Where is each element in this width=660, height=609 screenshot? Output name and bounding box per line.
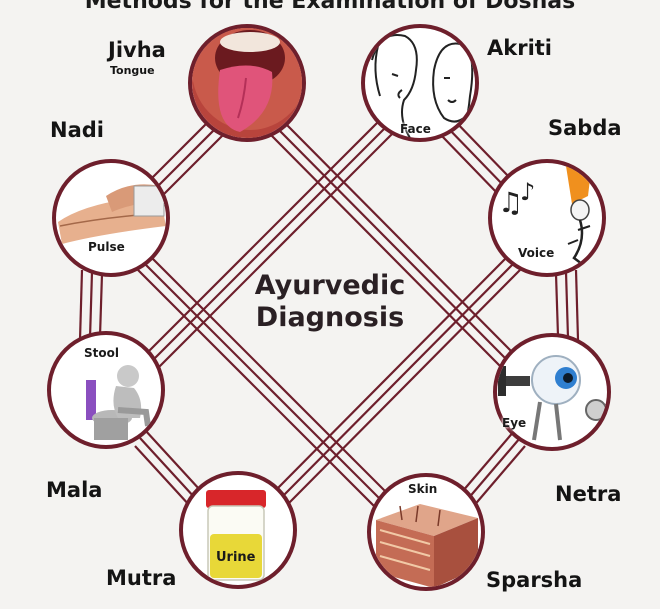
inner-label-urine: Urine (216, 550, 256, 565)
center-title: Ayurvedic Diagnosis (230, 270, 430, 334)
node-nadi (54, 161, 168, 275)
inner-label-skin: Skin (408, 482, 437, 496)
inner-label-pulse: Pulse (88, 240, 125, 254)
node-mutra (181, 473, 295, 587)
top-banner: Methods for the Examination of Doshas (85, 0, 576, 14)
inner-label-eye: Eye (502, 416, 526, 430)
inner-label-voice: Voice (518, 246, 554, 260)
label-mala: Mala (46, 478, 102, 502)
label-sparsha: Sparsha (486, 568, 582, 592)
center-title-line1: Ayurvedic (230, 270, 430, 302)
inner-label-stool: Stool (84, 346, 119, 360)
label-netra: Netra (555, 482, 621, 506)
svg-text:♪: ♪ (520, 178, 535, 206)
label-akriti: Akriti (487, 36, 552, 60)
label-jivha-sub: Tongue (110, 64, 155, 77)
label-mutra: Mutra (106, 566, 176, 590)
inner-label-face: Face (400, 122, 431, 136)
urine-icon (206, 490, 266, 580)
label-nadi: Nadi (50, 118, 104, 142)
node-netra (495, 335, 609, 449)
label-jivha: Jivha (108, 38, 166, 62)
label-sabda: Sabda (548, 116, 622, 140)
center-title-line2: Diagnosis (230, 302, 430, 334)
node-jivha (188, 10, 308, 144)
